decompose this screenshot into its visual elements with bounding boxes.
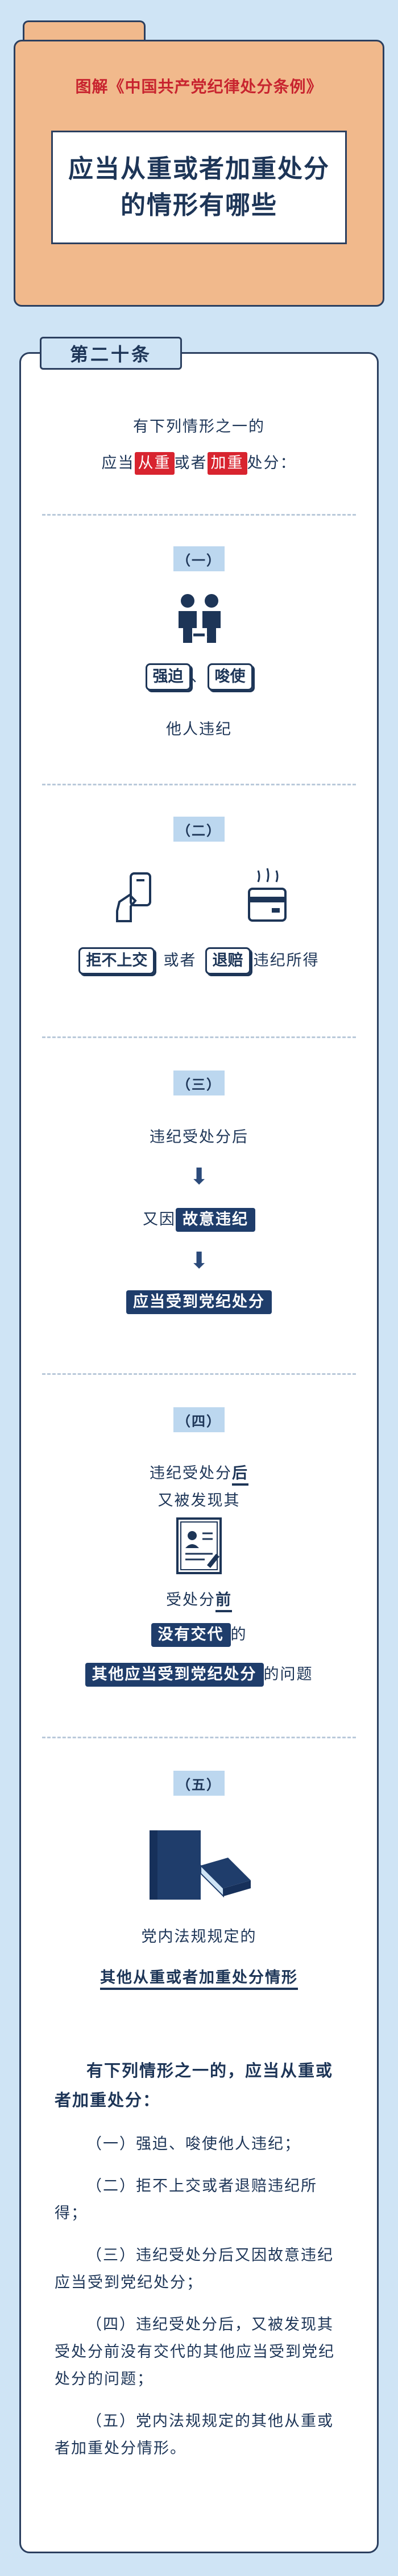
section-4-line5-post: 的问题 <box>263 1666 313 1683</box>
section-2-mid: 或者 <box>163 952 197 969</box>
divider <box>42 514 356 516</box>
wallet-icon <box>239 866 296 929</box>
tag-instigate: 唆使 <box>207 663 253 691</box>
intro-tag-aggravated: 加重 <box>207 452 247 475</box>
section-3-number: （三） <box>173 1070 225 1095</box>
section-3-line1: 违纪受处分后 <box>150 1128 248 1146</box>
section-4-line3: 受处分前 <box>19 1587 379 1612</box>
intro-line2: 应当从重或者加重处分： <box>19 445 379 482</box>
books-icon <box>145 1826 259 1902</box>
section-4-line4-post: 的 <box>230 1626 247 1644</box>
intro-block: 有下列情形之一的 应当从重或者加重处分： <box>19 409 379 482</box>
intro-pre: 应当 <box>101 454 135 472</box>
section-4-line4: 没有交代的 <box>19 1622 379 1647</box>
tag-refuse-hand-over: 拒不上交 <box>78 947 155 975</box>
divider <box>42 1373 356 1375</box>
section-1-number: （一） <box>173 546 225 571</box>
section-4-line5: 其他应当受到党纪处分的问题 <box>19 1662 379 1687</box>
tag-separator: 、 <box>190 668 208 685</box>
section-3-line2-pre: 又因 <box>143 1211 176 1228</box>
section-4-after: 后 <box>232 1465 248 1486</box>
section-1-text: 他人违纪 <box>166 721 232 738</box>
summary-head: 有下列情形之一的，应当从重或者加重处分： <box>55 2061 334 2110</box>
section-5-line2: 其他从重或者加重处分情形 <box>100 1969 298 1990</box>
tag-refund: 退赔 <box>205 947 251 975</box>
summary-item: （二）拒不上交或者退赔违纪所得； <box>55 2177 317 2222</box>
down-arrow-icon: ⬇ <box>189 1164 209 1190</box>
tag-not-confessed: 没有交代 <box>151 1623 231 1647</box>
divider <box>42 784 356 785</box>
section-4-line1: 违纪受处分后 <box>19 1461 379 1486</box>
intro-mid: 或者 <box>174 454 208 472</box>
section-5-line2-wrap: 其他从重或者加重处分情形 <box>19 1965 379 1990</box>
down-arrow-icon: ⬇ <box>189 1248 209 1274</box>
header-subtitle: 图解《中国共产党纪律处分条例》 <box>75 77 323 96</box>
tag-coerce: 强迫 <box>145 663 191 691</box>
section-5-line1: 党内法规规定的 <box>141 1928 257 1946</box>
tag-other-problems: 其他应当受到党纪处分 <box>85 1663 264 1687</box>
coercion-icon <box>171 591 227 647</box>
title-box: 应当从重或者加重处分的情形有哪些 <box>51 131 352 249</box>
summary-block: 有下列情形之一的，应当从重或者加重处分： （一）强迫、唆使他人违纪； （二）拒不… <box>55 2056 345 2462</box>
document-profile-icon <box>175 1516 223 1575</box>
hand-card-icon <box>108 869 165 926</box>
tag-intentional-violation: 故意违纪 <box>176 1208 255 1232</box>
section-2-number: （二） <box>173 817 225 842</box>
intro-post: 处分： <box>247 454 297 472</box>
section-4-line1-pre: 违纪受处分 <box>150 1465 232 1482</box>
tag-party-discipline: 应当受到党纪处分 <box>126 1290 272 1314</box>
divider <box>42 1036 356 1038</box>
section-4-number: （四） <box>173 1407 225 1432</box>
divider <box>42 1737 356 1738</box>
section-5-number: （五） <box>173 1771 225 1796</box>
section-4-line3-pre: 受处分 <box>166 1591 215 1609</box>
section-4-line2: 又被发现其 <box>157 1492 241 1509</box>
intro-tag-heavier: 从重 <box>134 452 175 475</box>
section-3-line3: 应当受到党纪处分 <box>19 1290 379 1314</box>
intro-line1: 有下列情形之一的 <box>133 418 265 436</box>
section-3-line2: 又因故意违纪 <box>19 1207 379 1232</box>
article-label: 第二十条 <box>40 337 182 370</box>
page-title: 应当从重或者加重处分的情形有哪些 <box>68 154 330 220</box>
section-1-tags: 强迫、唆使 <box>19 663 379 691</box>
section-4-before: 前 <box>215 1591 232 1612</box>
summary-item: （三）违纪受处分后又因故意违纪应当受到党纪处分； <box>55 2247 334 2291</box>
section-2-text: 违纪所得 <box>253 952 320 969</box>
summary-item: （四）违纪受处分后，又被发现其受处分前没有交代的其他应当受到党纪处分的问题； <box>55 2316 335 2388</box>
section-2-line: 拒不上交 或者 退赔 违纪所得 <box>19 947 379 975</box>
content-card <box>19 352 379 2553</box>
summary-item: （五）党内法规规定的其他从重或者加重处分情形。 <box>55 2412 334 2457</box>
summary-item: （一）强迫、唆使他人违纪； <box>86 2135 301 2153</box>
